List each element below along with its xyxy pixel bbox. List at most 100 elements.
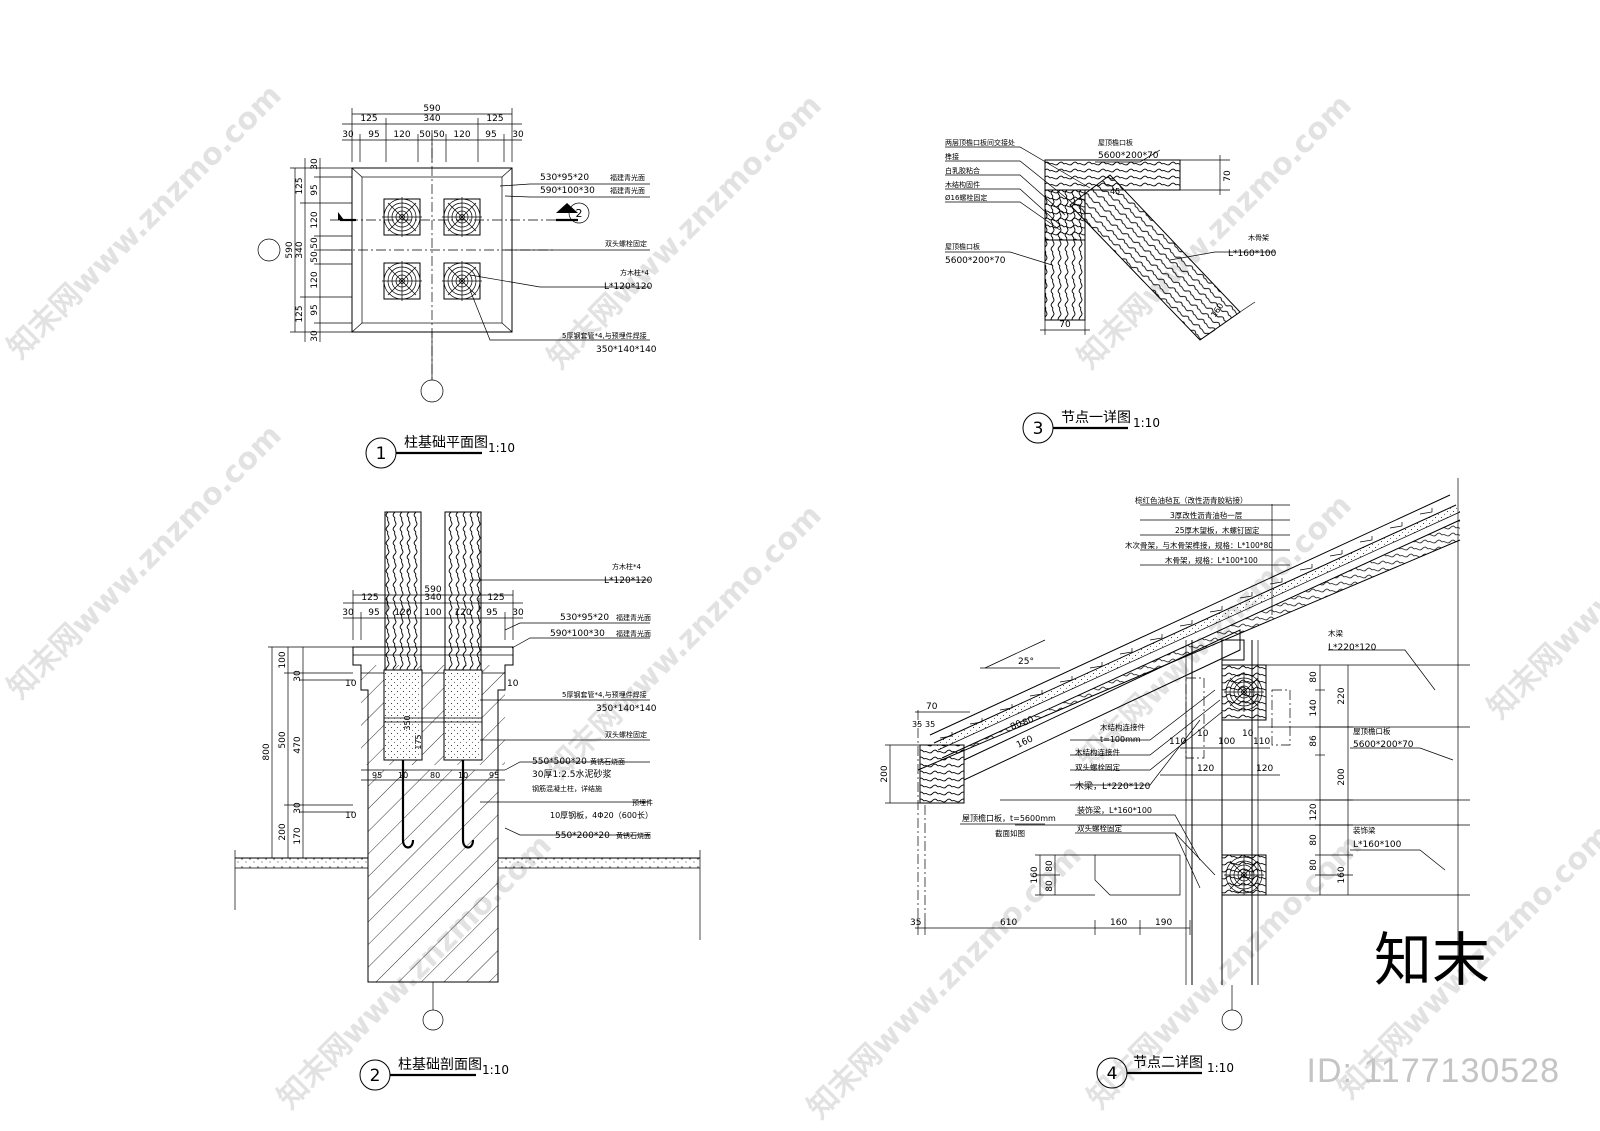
p3-note-l2: 榫接 (945, 152, 959, 161)
dim-left-s1: 30 (310, 158, 320, 170)
p2-dim-100: 100 (278, 651, 288, 668)
watermark-text-1: 知末网www.znzmo.com (1, 78, 289, 366)
pedestal-upper-hatch (361, 665, 505, 765)
p4-ln-1a: 屋顶檐口板，t=5600mm (962, 813, 1056, 823)
p2-dim-170: 170 (293, 827, 303, 844)
p2-side-10c: 10 (345, 811, 357, 821)
p2-note-7: 30厚1:2.5水泥砂浆 (532, 768, 612, 780)
p4-ln-1b: 截面如图 (995, 828, 1025, 838)
p2-in-10a: 10 (398, 771, 408, 780)
dim-top-s4: 50 (419, 130, 431, 140)
p2-dim-s4: 100 (424, 608, 441, 618)
p4-log-beams (1185, 664, 1291, 896)
dim-left-mid-3: 125 (295, 305, 305, 322)
p2-dim-s3: 120 (394, 608, 411, 618)
p1-note-3: 双头螺栓固定 (605, 239, 647, 248)
p2-note-3b: 福建青光面 (616, 629, 651, 638)
p4-md-110a: 110 (1169, 737, 1186, 747)
p4-rn-1a: 木梁 (1328, 628, 1344, 638)
watermark-text-4: 知末网www.znzmo.com (1, 418, 289, 706)
p2-dim-470: 470 (293, 736, 303, 753)
p4-ld-80b: 80 (1045, 880, 1055, 892)
p4-rn-1b: L*220*120 (1328, 643, 1377, 653)
dim-left-s4: 50 (310, 237, 320, 249)
id-label: ID: 1177130528 (1306, 1052, 1560, 1090)
p2-note-5: 双头螺栓固定 (605, 730, 647, 739)
dim-top-mid-2: 340 (423, 114, 440, 124)
p4-rd-80b: 80 (1309, 834, 1319, 846)
p3-note-l4: 木结构固件 (945, 180, 980, 189)
dim-left-s6: 120 (310, 271, 320, 288)
p4-ln-2: 装饰梁，L*160*100 (1077, 805, 1152, 815)
p3-note-l5: Ø16螺栓固定 (945, 193, 987, 202)
panel-1-foundation-plan: 590 125 340 125 30 95 120 50 50 120 95 3… (257, 104, 657, 469)
dim-top-s7: 95 (485, 130, 496, 140)
dim-left-s8: 30 (310, 330, 320, 342)
p4-right-dimensions: 80 140 220 86 200 120 80 80 160 (1309, 665, 1353, 895)
p4-ld-200: 200 (880, 765, 890, 782)
brand-logo: 知末 (1374, 918, 1504, 998)
watermark-text-5: 知末网www.znzmo.com (541, 498, 829, 786)
p4-roof-note-1: 棕红色油毡瓦（改性沥青胶粘接） (1135, 495, 1248, 505)
dim-top-mid-3: 125 (486, 114, 503, 124)
p4-rd-220: 220 (1337, 687, 1347, 704)
p2-note-3a: 590*100*30 (550, 629, 605, 639)
panel2-title: 柱基础剖面图 (398, 1056, 482, 1073)
p4-slope-marker: 25° (980, 639, 1060, 669)
p2-dim-30b: 30 (293, 802, 303, 814)
dim-top-s3: 120 (393, 130, 410, 140)
p2-dim-mid-1: 125 (361, 593, 378, 603)
p2-side-10b: 10 (507, 679, 519, 689)
p4-rafter-80a: 80 (1009, 719, 1024, 733)
p1-note-5b: 350*140*140 (596, 345, 657, 355)
p4-bd-35: 35 (910, 918, 921, 928)
pedestal-lower-hatch (368, 770, 498, 982)
p3-note-bl-a: 屋顶檐口板 (945, 242, 980, 251)
p4-bd-610: 610 (1000, 918, 1017, 928)
p4-rd-120: 120 (1309, 803, 1319, 820)
panel2-notes: 方木柱*4 L*120*120 530*95*20 福建青光面 590*100*… (470, 562, 657, 841)
p1-note-4b: L*120*120 (604, 282, 653, 292)
p4-mn-3: 木结构连接件 (1075, 747, 1120, 757)
p4-roof-note-4: 木次骨架，与木骨架榫接，规格：L*100*80 (1125, 540, 1273, 550)
p1-note-2b: 福建青光面 (610, 186, 645, 195)
p4-roof-note-3: 25厚木望板，木螺钉固定 (1175, 525, 1260, 535)
dim-total-top: 590 (423, 104, 440, 114)
p2-dim-mid-2: 340 (424, 593, 441, 603)
p4-ld-35a: 35 (912, 720, 922, 729)
p4-rd-160: 160 (1337, 866, 1347, 883)
p2-dim-800: 800 (262, 743, 272, 760)
wood-post-left (384, 511, 422, 673)
panel2-top-dimensions: 590 125 340 125 30 95 120 100 120 95 30 (342, 585, 524, 640)
p2-in-95a: 95 (372, 771, 382, 780)
p4-rd-80a: 80 (1309, 671, 1319, 683)
p4-lower-notes: 屋顶檐口板，t=5600mm 截面如图 装饰梁，L*160*100 双头螺栓固定 (960, 805, 1216, 889)
panel3-number: 3 (1033, 419, 1044, 439)
dim-left-mid-2: 340 (295, 241, 305, 258)
p2-note-11a: 550*200*20 (555, 831, 610, 841)
anchor-bar-right (461, 760, 475, 849)
dim-top-s8: 30 (512, 130, 524, 140)
p4-bottom-dimensions: 35 610 160 190 (910, 918, 1191, 935)
p1-note-2a: 590*100*30 (540, 186, 595, 196)
p2-note-6b: 黄锈石烧面 (590, 757, 625, 766)
p4-rn-3b: L*160*100 (1353, 840, 1402, 850)
p2-dim-200: 200 (278, 823, 288, 840)
p4-right-notes: 木梁 L*220*120 屋顶檐口板 5600*200*70 装饰梁 L*160… (1328, 628, 1454, 871)
p4-left-dimensions: 70 35 35 200 160 80 80 80 80 160 (880, 702, 1095, 896)
dim-top-s6: 120 (453, 130, 470, 140)
p4-ld-70: 70 (926, 702, 938, 712)
p4-rd-140: 140 (1309, 699, 1319, 716)
panel2-scale: 1:10 (482, 1063, 509, 1077)
panel2-left-dimensions: 800 100 500 200 30 470 30 170 10 10 10 3… (262, 646, 519, 859)
p2-dim-s5: 120 (454, 608, 471, 618)
p2-dim-30a: 30 (293, 670, 303, 682)
axis-bubble-bottom (420, 379, 444, 403)
dim-top-s2: 95 (368, 130, 379, 140)
p3-note-top-a: 屋顶檐口板 (1098, 138, 1133, 147)
p4-rd-200: 200 (1337, 768, 1347, 785)
brand-logo-text: 知末 (1374, 926, 1490, 994)
section-cut-marker: 2 (338, 202, 590, 224)
p2-note-4a: 5厚钢套管*4,与预埋件焊接 (562, 690, 647, 699)
